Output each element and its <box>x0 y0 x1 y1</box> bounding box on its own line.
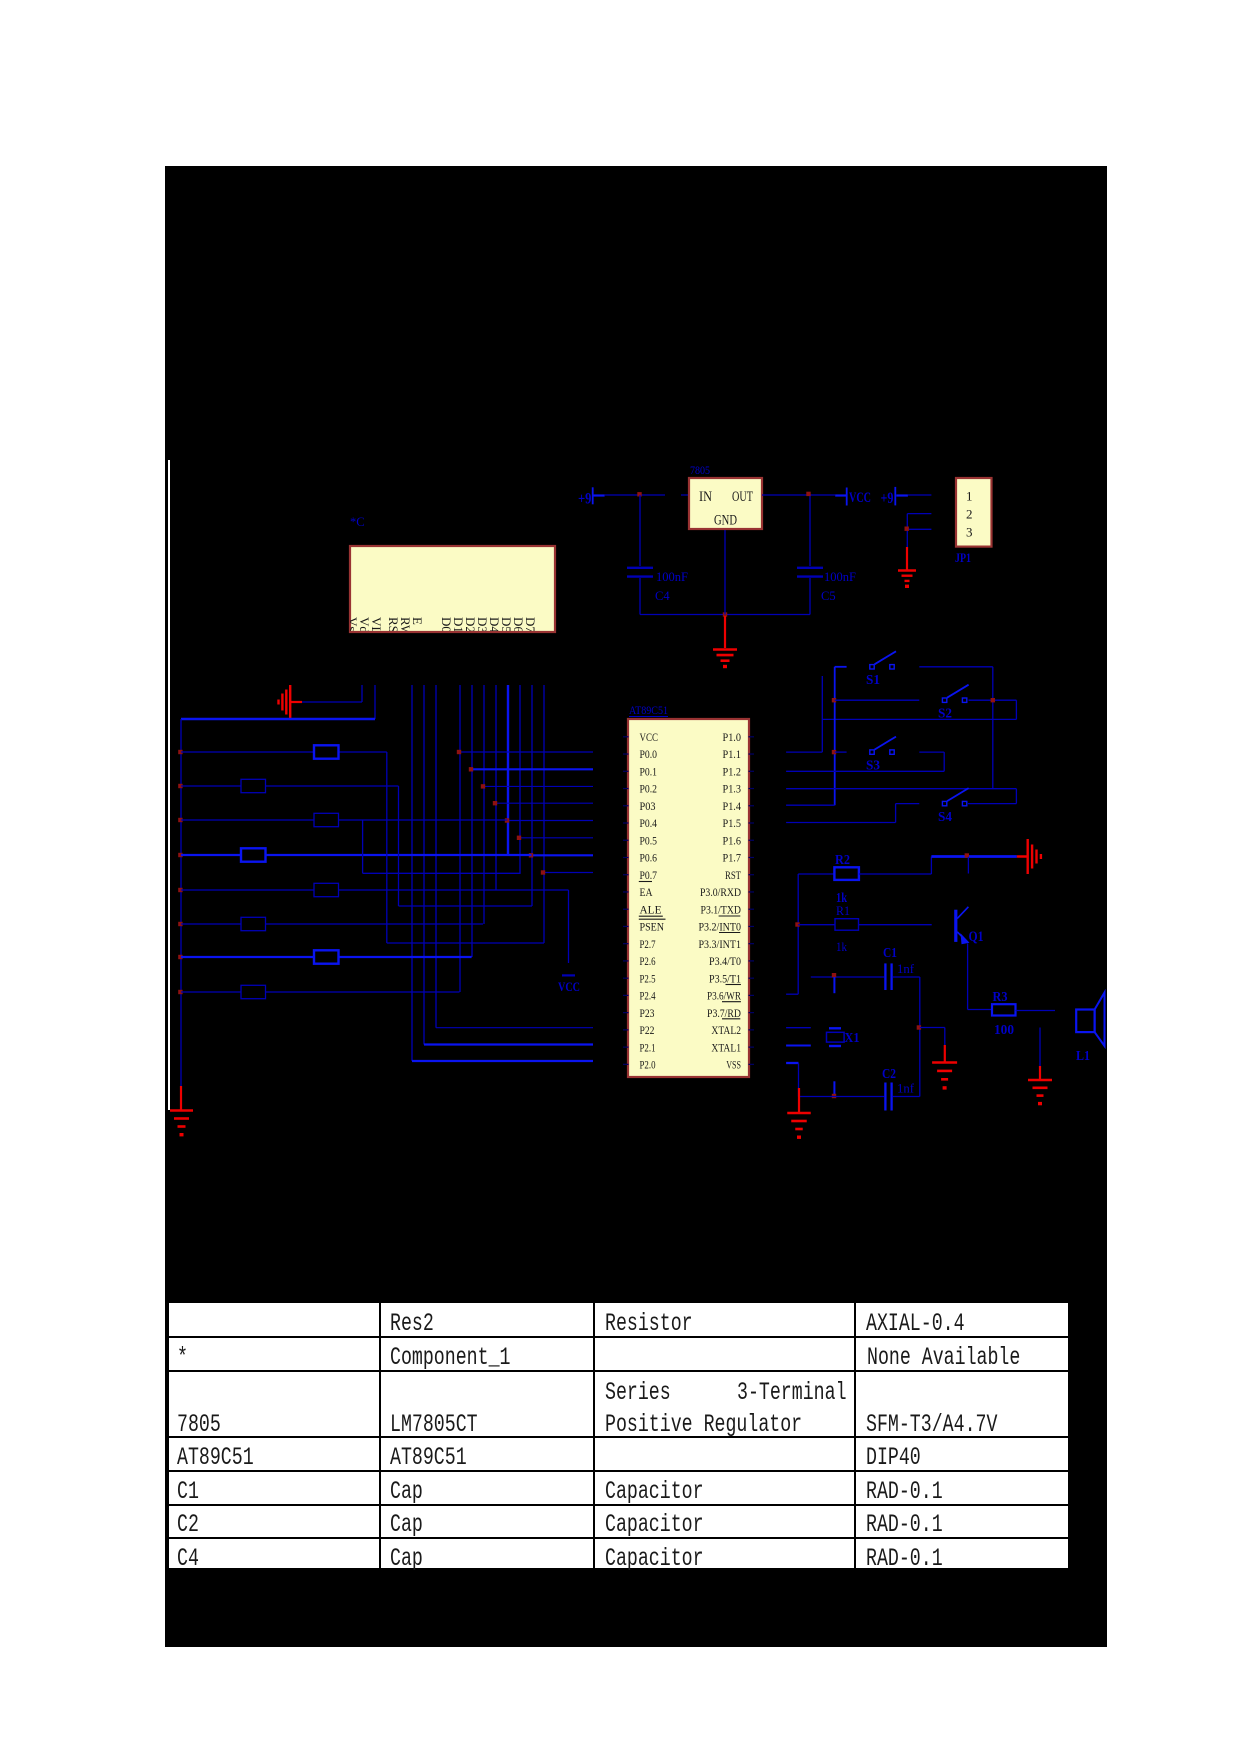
svg-text:P3.1/TXD: P3.1/TXD <box>701 902 742 916</box>
svg-text:P0.5: P0.5 <box>640 833 658 847</box>
svg-text:JP1: JP1 <box>955 550 971 565</box>
svg-text:VL: VL <box>369 617 384 634</box>
svg-text:P0.7: P0.7 <box>640 868 658 882</box>
svg-text:D6: D6 <box>511 617 526 633</box>
svg-text:P2.7: P2.7 <box>640 937 656 951</box>
svg-text:R3: R3 <box>993 989 1008 1004</box>
svg-text:D1: D1 <box>451 617 466 633</box>
svg-text:P0.1: P0.1 <box>640 764 658 778</box>
svg-text:+9: +9 <box>881 490 894 507</box>
svg-text:Vss: Vss <box>345 617 360 637</box>
svg-text:E: E <box>410 617 425 625</box>
svg-text:S2: S2 <box>938 706 952 721</box>
svg-text:P0.0: P0.0 <box>640 747 658 761</box>
svg-text:S1: S1 <box>866 672 880 687</box>
svg-text:IN: IN <box>699 489 712 505</box>
svg-text:C1: C1 <box>883 945 897 960</box>
svg-text:EA: EA <box>640 885 653 899</box>
svg-text:R2: R2 <box>835 852 850 867</box>
svg-text:P1.0: P1.0 <box>723 730 742 744</box>
svg-text:GND: GND <box>714 513 737 529</box>
svg-text:S3: S3 <box>866 758 880 773</box>
svg-text:P1.3: P1.3 <box>723 782 742 796</box>
svg-text:C2: C2 <box>882 1066 896 1081</box>
svg-text:P2.1: P2.1 <box>640 1040 656 1054</box>
svg-text:2: 2 <box>966 507 973 522</box>
svg-text:P2.6: P2.6 <box>640 954 656 968</box>
svg-text:P1.4: P1.4 <box>723 799 742 813</box>
svg-text:P1.2: P1.2 <box>723 764 742 778</box>
svg-text:100nF: 100nF <box>656 570 688 584</box>
svg-text:P1.1: P1.1 <box>723 747 742 761</box>
svg-text:P3.4/T0: P3.4/T0 <box>709 954 741 968</box>
svg-text:1nf: 1nf <box>897 1081 915 1096</box>
svg-text:XTAL1: XTAL1 <box>711 1040 741 1054</box>
svg-text:P2.4: P2.4 <box>640 989 656 1003</box>
svg-text:RS: RS <box>386 617 401 633</box>
svg-text:+9: +9 <box>578 491 592 508</box>
svg-text:*C: *C <box>350 515 365 529</box>
svg-text:AT89C51: AT89C51 <box>629 703 668 717</box>
svg-text:P22: P22 <box>640 1023 655 1037</box>
svg-text:1nf: 1nf <box>897 961 915 976</box>
svg-text:P0.4: P0.4 <box>640 816 658 830</box>
svg-text:1k: 1k <box>836 890 847 905</box>
svg-text:P1.6: P1.6 <box>723 833 742 847</box>
svg-text:P0.2: P0.2 <box>640 782 658 796</box>
svg-text:XTAL2: XTAL2 <box>711 1023 741 1037</box>
svg-text:Vdd: Vdd <box>357 617 372 640</box>
svg-text:P3.3/INT1: P3.3/INT1 <box>699 937 742 951</box>
svg-text:X1: X1 <box>845 1030 860 1045</box>
svg-text:VCC: VCC <box>558 979 580 994</box>
svg-text:D7: D7 <box>523 617 538 633</box>
svg-text:P1.7: P1.7 <box>723 851 742 865</box>
svg-text:C5: C5 <box>821 589 836 603</box>
svg-text:P1.5: P1.5 <box>723 816 742 830</box>
svg-text:D4: D4 <box>487 617 502 633</box>
svg-text:P3.0/RXD: P3.0/RXD <box>700 885 741 899</box>
svg-text:D5: D5 <box>499 617 514 633</box>
svg-text:Q1: Q1 <box>969 929 984 945</box>
svg-text:P23: P23 <box>640 1006 655 1020</box>
svg-text:P3.5/T1: P3.5/T1 <box>709 971 741 985</box>
svg-text:P3.2/INT0: P3.2/INT0 <box>699 920 742 934</box>
svg-text:P2.5: P2.5 <box>640 971 656 985</box>
svg-text:100: 100 <box>994 1022 1014 1037</box>
svg-text:P3.6/WR: P3.6/WR <box>707 989 741 1003</box>
svg-text:D2: D2 <box>463 617 478 633</box>
svg-text:VCC: VCC <box>640 730 659 744</box>
svg-text:P3.7/RD: P3.7/RD <box>707 1006 741 1020</box>
svg-text:ALE: ALE <box>640 902 662 916</box>
svg-text:1: 1 <box>966 489 973 504</box>
svg-text:7805: 7805 <box>690 463 710 477</box>
svg-text:L1: L1 <box>1076 1048 1090 1063</box>
svg-text:R1: R1 <box>836 903 850 918</box>
svg-text:P03: P03 <box>640 799 656 813</box>
svg-text:VSS: VSS <box>726 1058 741 1072</box>
svg-text:RST: RST <box>725 868 741 882</box>
svg-text:P2.0: P2.0 <box>640 1058 656 1072</box>
svg-text:RW: RW <box>398 617 413 638</box>
svg-text:D0: D0 <box>439 617 454 633</box>
svg-text:S4: S4 <box>938 809 952 824</box>
svg-text:1k: 1k <box>836 939 847 954</box>
svg-text:3: 3 <box>966 525 973 540</box>
svg-text:C4: C4 <box>655 589 670 603</box>
svg-text:VCC: VCC <box>849 490 871 506</box>
svg-text:D3: D3 <box>475 617 490 633</box>
svg-text:PSEN: PSEN <box>640 920 665 934</box>
svg-text:P0.6: P0.6 <box>640 851 658 865</box>
svg-text:100nF: 100nF <box>824 570 856 584</box>
svg-text:OUT: OUT <box>732 489 753 505</box>
